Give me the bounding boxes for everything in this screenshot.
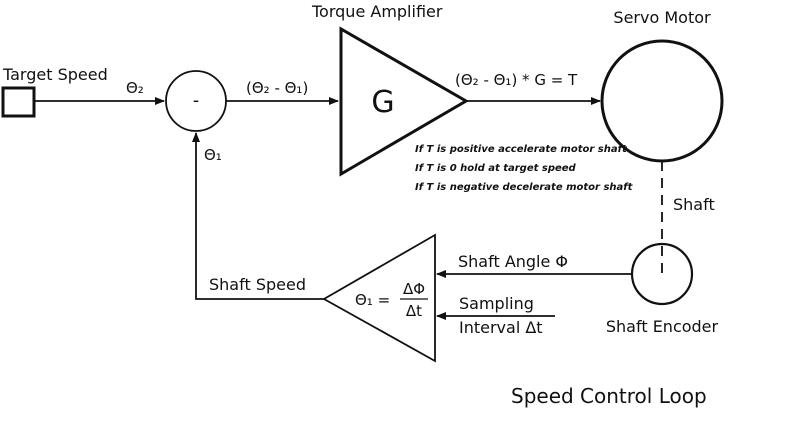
target-speed-label: Target Speed xyxy=(2,65,108,84)
shaft-label: Shaft xyxy=(673,195,715,214)
servo-motor xyxy=(600,39,724,163)
diagram-title: Speed Control Loop xyxy=(511,384,707,408)
sampling-label-line1: Sampling xyxy=(459,294,534,313)
differentiator-lhs: Θ₁ = xyxy=(355,291,390,309)
summing-minus-symbol: - xyxy=(193,90,200,111)
shaft-angle-label: Shaft Angle Φ xyxy=(458,252,568,271)
torque-amplifier-block xyxy=(339,26,469,177)
torque-amplifier-label: Torque Amplifier xyxy=(311,2,443,21)
differentiator-block xyxy=(322,233,436,363)
theta2-label: Θ₂ xyxy=(126,79,144,97)
note-zero: If T is 0 hold at target speed xyxy=(415,163,577,174)
differentiator-denominator: Δt xyxy=(406,302,422,320)
error-label: (Θ₂ - Θ₁) xyxy=(246,79,308,97)
gain-symbol: G xyxy=(371,85,394,120)
theta1-label: Θ₁ xyxy=(204,146,222,164)
feedback-line xyxy=(192,132,324,300)
shaft-encoder-label: Shaft Encoder xyxy=(606,317,719,336)
torque-equation-label: (Θ₂ - Θ₁) * G = T xyxy=(455,71,578,89)
sampling-label-line2: Interval Δt xyxy=(459,318,543,337)
differentiator-numerator: ΔΦ xyxy=(403,280,425,298)
servo-motor-label: Servo Motor xyxy=(613,8,711,27)
shaft-speed-label: Shaft Speed xyxy=(209,275,306,294)
note-positive: If T is positive accelerate motor shaft xyxy=(415,144,628,155)
target-speed-box xyxy=(1,86,36,118)
note-negative: If T is negative decelerate motor shaft xyxy=(415,182,634,193)
